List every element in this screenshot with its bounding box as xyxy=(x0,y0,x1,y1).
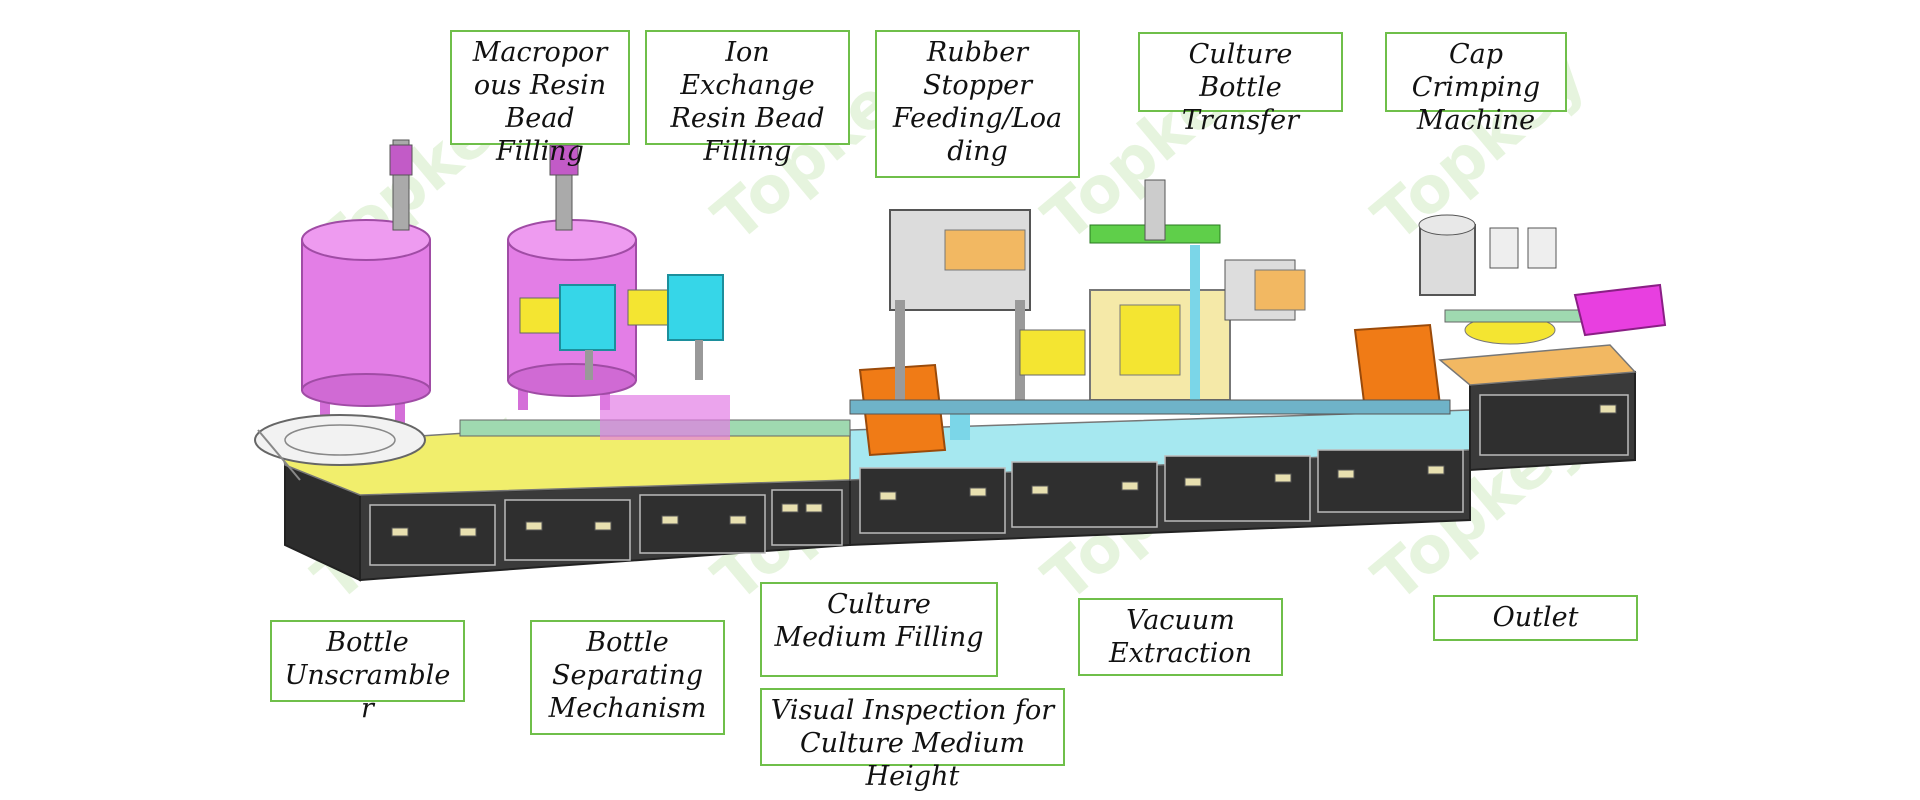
tank-2 xyxy=(507,144,637,410)
conveyor-mid xyxy=(849,399,1451,415)
outlet-tray xyxy=(1573,283,1667,337)
guard-right xyxy=(1353,323,1442,412)
label-text: Rubber Stopper Feeding/Loa ding xyxy=(892,37,1063,167)
label-bottle-unscrambler: Bottle Unscramble r xyxy=(270,620,465,724)
label-visual-inspection: Visual Inspection for Culture Medium Hei… xyxy=(760,688,1065,792)
label-text: Macropor ous Resin Bead Filling xyxy=(472,37,608,167)
label-cap-crimping-machine: Cap Crimping Machine xyxy=(1385,32,1567,136)
label-text: Ion Exchange Resin Bead Filling xyxy=(670,37,825,167)
label-ion-exchange-resin-bead-filling: Ion Exchange Resin Bead Filling xyxy=(645,30,850,167)
filling-pumps xyxy=(519,274,724,380)
label-text: Visual Inspection for Culture Medium Hei… xyxy=(770,695,1055,792)
label-text: Vacuum Extraction xyxy=(1108,605,1253,669)
label-text: Outlet xyxy=(1492,602,1579,633)
tank-1 xyxy=(301,139,431,425)
label-text: Cap Crimping Machine xyxy=(1411,39,1541,136)
unscrambler-turntable xyxy=(254,414,426,481)
label-macroporous-resin-bead-filling: Macropor ous Resin Bead Filling xyxy=(450,30,630,167)
label-rubber-stopper-feeding-loading: Rubber Stopper Feeding/Loa ding xyxy=(875,30,1080,178)
label-text: Culture Medium Filling xyxy=(774,589,984,653)
label-vacuum-extraction: Vacuum Extraction xyxy=(1078,598,1283,676)
label-text: Bottle Unscramble r xyxy=(284,627,451,724)
label-bottle-separating-mechanism: Bottle Separating Mechanism xyxy=(530,620,725,735)
label-outlet: Outlet xyxy=(1433,595,1638,641)
label-culture-medium-filling: Culture Medium Filling xyxy=(760,582,998,677)
label-text: Culture Bottle Transfer xyxy=(1181,39,1300,136)
label-text: Bottle Separating Mechanism xyxy=(548,627,707,724)
right-deck xyxy=(1438,344,1637,386)
label-culture-bottle-transfer: Culture Bottle Transfer xyxy=(1138,32,1343,136)
transfer-frame xyxy=(1089,179,1306,415)
